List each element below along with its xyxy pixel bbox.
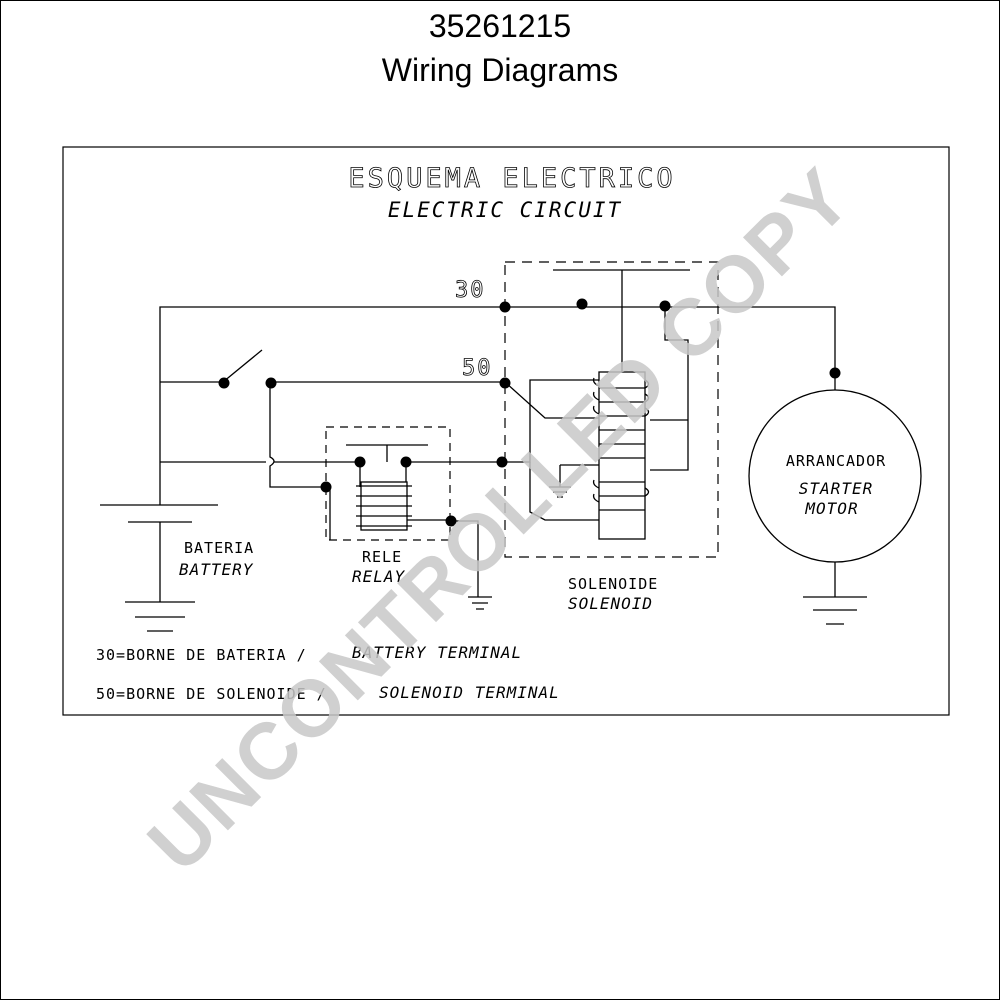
junction-30-mid <box>576 298 588 310</box>
part-number: 35261215 <box>428 8 572 44</box>
document-subtitle: Wiring Diagrams <box>381 52 619 88</box>
solenoid-label-en: SOLENOID <box>568 594 653 613</box>
relay-contact-right <box>400 456 412 468</box>
diagram-frame <box>62 146 950 716</box>
relay-label-en: RELAY <box>352 567 406 586</box>
wires <box>100 261 922 632</box>
legend-50-es: 50=BORNE DE SOLENOIDE / <box>96 685 327 703</box>
terminal-30-label: 30 <box>455 278 486 303</box>
solenoid-label-es: SOLENOIDE <box>568 575 658 593</box>
battery-label-es: BATERIA <box>184 539 254 557</box>
switch-contact-right <box>265 377 277 389</box>
diagram-title-en: ELECTRIC CIRCUIT <box>388 198 622 222</box>
relay-coil-ground <box>445 515 457 527</box>
relay-contact-left <box>354 456 366 468</box>
terminal-50-label: 50 <box>462 356 493 381</box>
diagram-title-es: ESQUEMA ELECTRICO <box>348 163 675 194</box>
legend-30-es: 30=BORNE DE BATERIA / <box>96 646 307 664</box>
battery-label-en: BATTERY <box>179 560 254 579</box>
motor-label-en-2: MOTOR <box>804 499 858 518</box>
switch-contact-left <box>218 377 230 389</box>
junction-50 <box>499 377 511 389</box>
legend-30-en: BATTERY TERMINAL <box>352 643 522 662</box>
motor-label-es: ARRANCADOR <box>786 452 886 470</box>
relay-coil-input <box>320 481 332 493</box>
motor-label-en-1: STARTER <box>799 479 873 498</box>
junction-30-left <box>499 301 511 313</box>
junction-30-right <box>659 300 671 312</box>
junction-solenoid-feed <box>496 456 508 468</box>
motor-terminal <box>829 367 841 379</box>
relay-label-es: RELE <box>362 548 402 566</box>
junction-dots <box>218 298 841 527</box>
legend-50-en: SOLENOID TERMINAL <box>379 683 560 702</box>
